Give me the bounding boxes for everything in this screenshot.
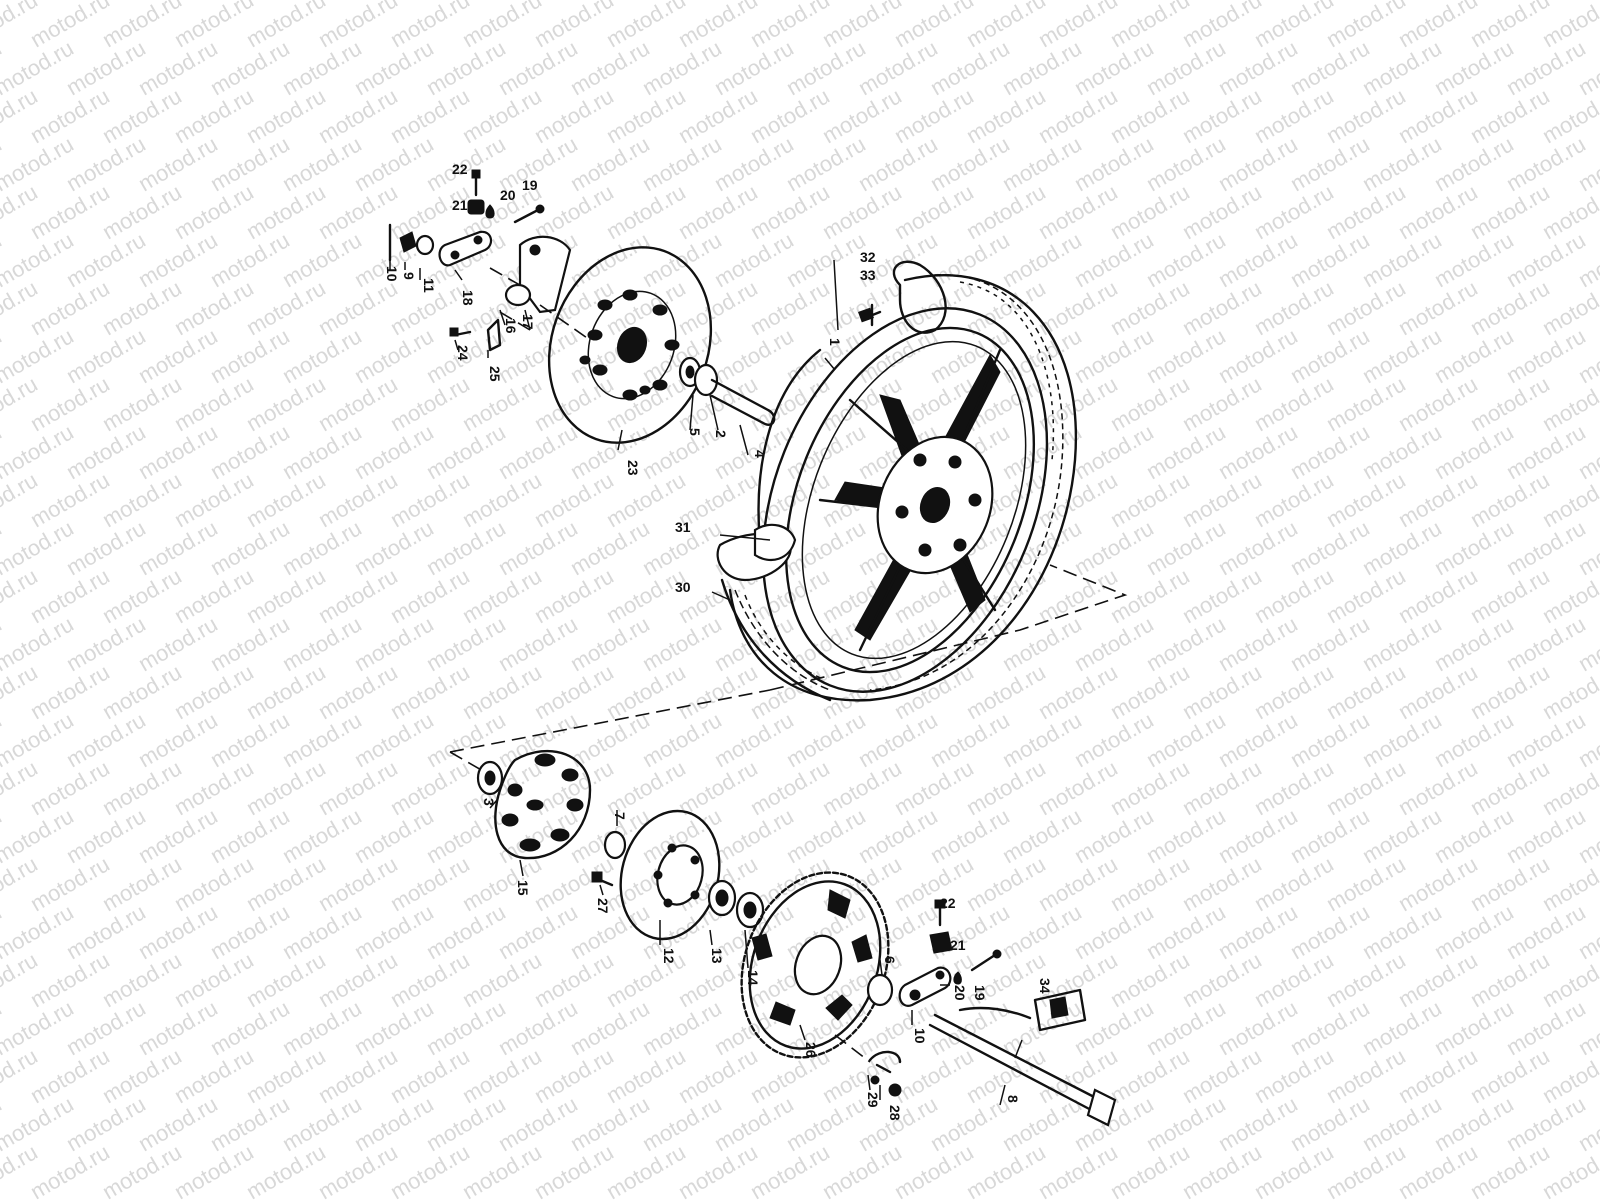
part-number-label: 19 [972,985,988,1001]
part-number-label: 25 [487,366,503,382]
part-number-label: 34 [1037,978,1053,994]
part-number-label: 6 [882,956,898,964]
chain-sprocket [740,871,890,1059]
alignment-lines [449,564,1128,776]
part-number-label: 16 [503,318,519,334]
part-number-label: 7 [612,812,628,820]
part-number-label: 31 [675,519,691,535]
part-number-label: 19 [522,177,538,193]
part-number-label: 15 [515,880,531,896]
part-number-label: 29 [865,1092,881,1108]
disc-holes [579,289,680,401]
part-number-label: 33 [860,267,876,283]
part-number-label: 4 [752,450,768,458]
part-number-label: 24 [455,345,471,361]
damper-blocks [501,753,584,852]
sprocket-cutouts [751,889,873,1026]
part-number-label: 27 [595,898,611,914]
part-number-label: 10 [384,266,400,282]
part-number-label: 2 [713,430,729,438]
part-number-label: 14 [745,970,761,986]
part-number-label: 20 [952,985,968,1001]
part-number-label: 3 [481,798,497,806]
part-number-label: 32 [860,249,876,265]
carrier-studs [653,843,700,908]
part-number-label: 20 [500,187,516,203]
part-number-label: 22 [452,161,468,177]
right-hardware [834,899,1117,1127]
rear-wheel-assembly [716,260,1078,702]
brake-disc [547,246,713,444]
part-number-label: 8 [1005,1095,1021,1103]
part-number-label: 21 [950,937,966,953]
part-number-label: 18 [460,290,476,306]
top-left-hardware [388,169,591,352]
part-number-label: 21 [452,197,468,213]
sprocket-carrier [591,809,765,941]
leader-lines [389,259,1023,1106]
part-number-label: 30 [675,579,691,595]
part-number-label: 22 [940,895,956,911]
spacers-and-axle-tube [678,356,776,426]
part-number-label: 23 [625,460,641,476]
part-number-label: 17 [520,314,536,330]
part-number-label: 26 [803,1042,819,1058]
damper-and-bearing [476,749,592,860]
part-number-label: 10 [912,1028,928,1044]
part-number-label: 5 [687,428,703,436]
part-number-label: 9 [401,272,417,280]
hub-holes [895,453,982,557]
part-number-label: 13 [709,948,725,964]
part-number-label: 12 [661,948,677,964]
part-number-label: 1 [827,338,843,346]
part-number-label: 11 [421,278,437,293]
part-number-label: 28 [887,1105,903,1121]
